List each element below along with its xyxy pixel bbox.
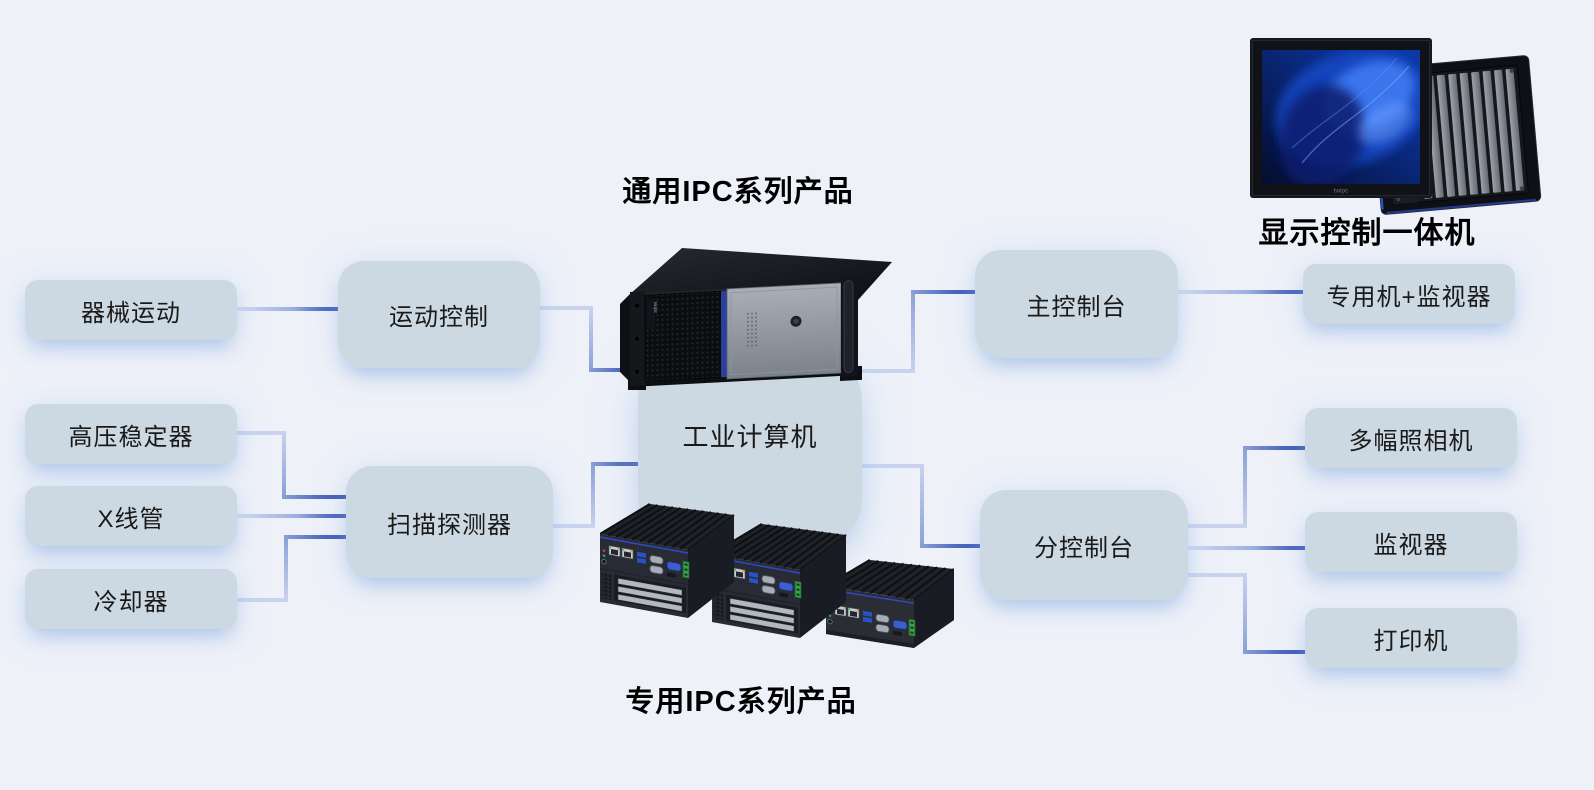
edge-sub-console-to-printer-seg1 <box>1188 573 1247 577</box>
edge-hv-stabilizer-to-detector-seg1 <box>237 431 285 435</box>
edge-detector-to-ipc-seg3 <box>591 462 639 466</box>
rack-logo-text: twipc <box>652 302 658 314</box>
edge-ipc-to-sub-console-seg2 <box>920 464 924 546</box>
title-special-ipc-series: 专用IPC系列产品 <box>625 686 857 718</box>
title-display-control-unit: 显示控制一体机 <box>1258 217 1476 250</box>
rack-ipc-image: twipc <box>620 248 892 390</box>
edge-hv-stabilizer-to-detector-seg3 <box>282 495 346 499</box>
node-sub-console: 分控制台 <box>980 490 1188 600</box>
edge-cooler-to-detector-seg1 <box>237 598 287 602</box>
edge-hv-stabilizer-to-detector-seg2 <box>282 431 286 497</box>
edge-ipc-to-sub-console-seg3 <box>920 544 980 548</box>
edge-ipc-to-main-console-seg3 <box>911 290 975 294</box>
edge-sub-console-to-multi-camera-seg2 <box>1243 446 1247 528</box>
edge-sub-console-to-multi-camera-seg1 <box>1188 524 1247 528</box>
edge-motion-control-to-ipc-seg2 <box>589 306 593 372</box>
edge-sub-console-to-multi-camera-seg3 <box>1243 446 1305 450</box>
edge-sub-console-to-printer-seg3 <box>1243 650 1305 654</box>
node-motion-control: 运动控制 <box>338 261 540 368</box>
edge-motion-control-to-ipc-seg1 <box>540 306 592 310</box>
title-general-ipc-series: 通用IPC系列产品 <box>622 176 854 208</box>
edge-cooler-to-detector-seg2 <box>284 535 288 602</box>
edge-motion-control-to-ipc-seg3 <box>589 368 639 372</box>
edge-sub-console-to-printer-seg2 <box>1243 573 1247 654</box>
edge-detector-to-ipc-seg2 <box>591 462 595 528</box>
node-scan-detector: 扫描探测器 <box>346 466 553 578</box>
edge-ipc-to-sub-console-seg1 <box>860 464 924 468</box>
box-ipc-group-image: twipc <box>600 503 954 649</box>
edge-sub-console-to-monitor <box>1188 546 1305 550</box>
node-xray-tube: X线管 <box>25 486 237 546</box>
edge-detector-to-ipc-seg1 <box>553 524 595 528</box>
node-instrument-motion: 器械运动 <box>25 280 237 340</box>
node-hv-stabilizer: 高压稳定器 <box>25 404 237 464</box>
edge-ipc-to-main-console-seg1 <box>860 369 915 373</box>
node-main-console: 主控制台 <box>975 250 1178 358</box>
node-dedicated-monitor: 专用机+监视器 <box>1303 264 1515 324</box>
panel-pc-image: twipc twipc <box>1250 38 1542 215</box>
node-monitor: 监视器 <box>1305 512 1517 572</box>
edge-main-console-to-dedicated-monitor <box>1178 290 1305 294</box>
edge-instrument-motion-to-motion-control <box>237 307 338 311</box>
edge-ipc-to-main-console-seg2 <box>911 290 915 373</box>
node-printer: 打印机 <box>1305 608 1517 668</box>
edge-xray-tube-to-detector <box>237 514 346 518</box>
front-monitor-logo-text: twipc <box>1334 188 1350 195</box>
node-cooler: 冷却器 <box>25 569 237 629</box>
node-multi-camera: 多幅照相机 <box>1305 408 1517 468</box>
edge-cooler-to-detector-seg3 <box>284 535 346 539</box>
